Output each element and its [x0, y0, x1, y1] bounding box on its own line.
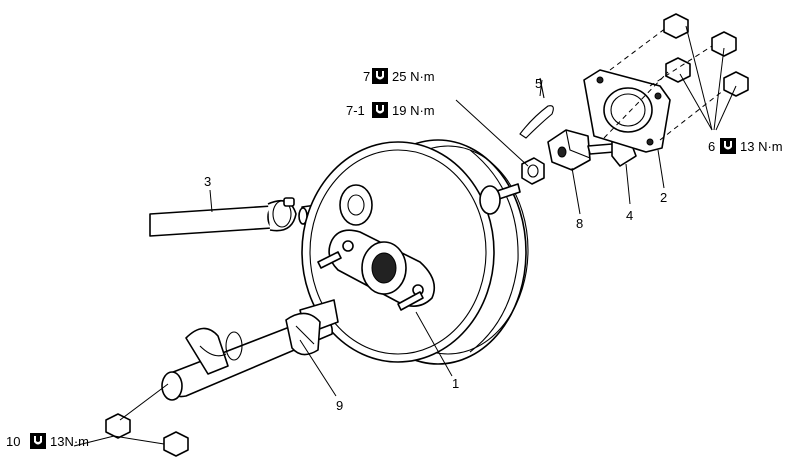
- callout-torque: 13 N·m: [740, 139, 783, 154]
- part-label-clip: 5: [535, 76, 542, 91]
- callout-nut-7-1: 7-1 19 N·m: [346, 102, 435, 118]
- callout-nut-10: 10 13N·m: [6, 433, 89, 449]
- torque-wrench-icon: [372, 68, 388, 84]
- callout-nut-7: 7 25 N·m: [363, 68, 435, 84]
- torque-wrench-icon: [30, 433, 46, 449]
- leader-lines: [73, 25, 737, 447]
- nut-7: [521, 157, 545, 185]
- gasket-plate: [583, 69, 671, 153]
- clevis: [547, 129, 591, 171]
- part-label-gasket: 2: [660, 190, 667, 205]
- part-label-booster: 1: [452, 376, 459, 391]
- torque-wrench-icon: [720, 138, 736, 154]
- part-label-hose: 3: [204, 174, 211, 189]
- callout-torque: 25 N·m: [392, 69, 435, 84]
- brake-booster: [301, 139, 529, 365]
- part-label-clevis: 8: [576, 216, 583, 231]
- callout-nut-6: 6 13 N·m: [708, 138, 783, 154]
- part-label-pin: 4: [626, 208, 633, 223]
- callout-torque: 13N·m: [50, 434, 89, 449]
- callout-number: 10: [6, 434, 20, 449]
- torque-wrench-icon: [372, 102, 388, 118]
- part-label-cylinder: 9: [336, 398, 343, 413]
- callout-number: 6: [708, 139, 715, 154]
- clip: [519, 77, 554, 139]
- nuts-10: [105, 413, 189, 457]
- callout-number: 7-1: [346, 103, 365, 118]
- callout-torque: 19 N·m: [392, 103, 435, 118]
- callout-number: 7: [363, 69, 370, 84]
- nuts-6: [663, 13, 749, 97]
- master-cylinder: [161, 299, 339, 401]
